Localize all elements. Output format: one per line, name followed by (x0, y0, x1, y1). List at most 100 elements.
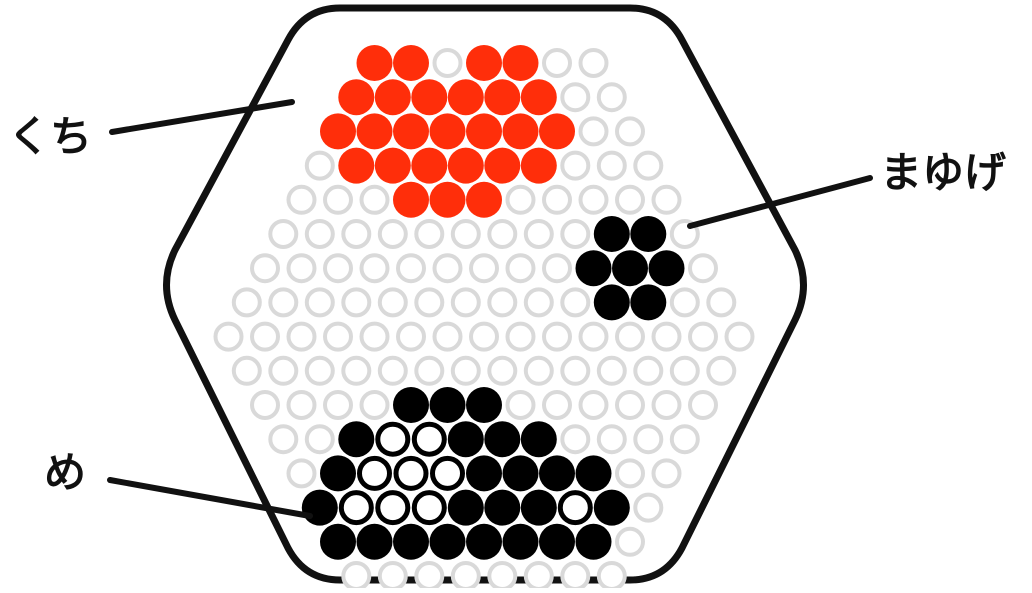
empty-peg (307, 426, 333, 452)
empty-peg (544, 50, 570, 76)
empty-peg (289, 392, 315, 418)
mouth-bead (411, 79, 447, 115)
empty-peg (216, 324, 242, 350)
mouth-bead (320, 113, 356, 149)
black-bead (430, 387, 466, 423)
mouth-bead (503, 113, 539, 149)
empty-peg (453, 358, 479, 384)
black-bead (302, 490, 338, 526)
black-bead (612, 250, 648, 286)
empty-peg (489, 563, 515, 588)
empty-peg (489, 358, 515, 384)
empty-peg (599, 426, 625, 452)
empty-peg (343, 221, 369, 247)
empty-peg (325, 187, 351, 213)
empty-peg (526, 358, 552, 384)
empty-peg (690, 255, 716, 281)
empty-peg (526, 563, 552, 588)
empty-peg (635, 358, 661, 384)
mouth-label: くち (8, 116, 92, 158)
empty-peg (690, 324, 716, 350)
mouth-bead (411, 148, 447, 184)
empty-peg (307, 358, 333, 384)
black-bead (393, 387, 429, 423)
black-bead (630, 284, 666, 320)
mouth-bead (357, 45, 393, 81)
empty-peg (654, 187, 680, 213)
mouth-bead (484, 148, 520, 184)
mouth-bead (338, 148, 374, 184)
empty-peg (343, 358, 369, 384)
empty-peg (708, 358, 734, 384)
empty-peg (654, 460, 680, 486)
empty-peg (617, 529, 643, 555)
empty-peg (654, 392, 680, 418)
empty-peg (544, 255, 570, 281)
black-bead (539, 524, 575, 560)
empty-peg (289, 324, 315, 350)
empty-peg (453, 221, 479, 247)
black-bead (484, 421, 520, 457)
empty-peg (380, 221, 406, 247)
empty-peg (562, 563, 588, 588)
empty-peg (581, 324, 607, 350)
empty-peg (599, 358, 625, 384)
empty-peg (343, 563, 369, 588)
black-bead (594, 216, 630, 252)
mouth-bead (375, 79, 411, 115)
empty-peg (325, 392, 351, 418)
empty-peg (435, 255, 461, 281)
empty-peg (617, 460, 643, 486)
mouth-bead (430, 113, 466, 149)
empty-peg (252, 324, 278, 350)
empty-peg (453, 289, 479, 315)
empty-peg (562, 84, 588, 110)
hexagon-pegboard (167, 8, 804, 588)
mouth-bead (466, 45, 502, 81)
empty-peg (307, 153, 333, 179)
empty-peg (435, 324, 461, 350)
white-eye-bead (433, 458, 463, 488)
black-bead (448, 421, 484, 457)
empty-peg (581, 392, 607, 418)
empty-peg (435, 50, 461, 76)
empty-peg (362, 187, 388, 213)
empty-peg (508, 187, 534, 213)
mouth-bead (338, 79, 374, 115)
mouth-bead (466, 182, 502, 218)
empty-peg (544, 187, 570, 213)
black-bead (521, 490, 557, 526)
empty-peg (489, 221, 515, 247)
black-bead (357, 524, 393, 560)
empty-peg (234, 289, 260, 315)
black-bead (576, 524, 612, 560)
white-eye-bead (414, 493, 444, 523)
eyebrow-label: まゆげ (880, 152, 1006, 194)
mouth-bead (393, 113, 429, 149)
white-eye-bead (360, 458, 390, 488)
mouth-bead (448, 79, 484, 115)
mouth-bead (466, 113, 502, 149)
empty-peg (654, 324, 680, 350)
black-bead (649, 250, 685, 286)
empty-peg (581, 187, 607, 213)
white-eye-bead (414, 424, 444, 454)
black-bead (521, 421, 557, 457)
empty-peg (307, 221, 333, 247)
empty-peg (471, 324, 497, 350)
empty-peg (672, 426, 698, 452)
empty-peg (398, 255, 424, 281)
empty-peg (362, 255, 388, 281)
black-bead (576, 455, 612, 491)
white-eye-bead (341, 493, 371, 523)
empty-peg (690, 392, 716, 418)
empty-peg (270, 221, 296, 247)
empty-peg (270, 289, 296, 315)
mouth-bead (357, 113, 393, 149)
empty-peg (635, 153, 661, 179)
empty-peg (325, 324, 351, 350)
empty-peg (526, 289, 552, 315)
black-bead (338, 421, 374, 457)
black-bead (539, 455, 575, 491)
empty-peg (599, 84, 625, 110)
